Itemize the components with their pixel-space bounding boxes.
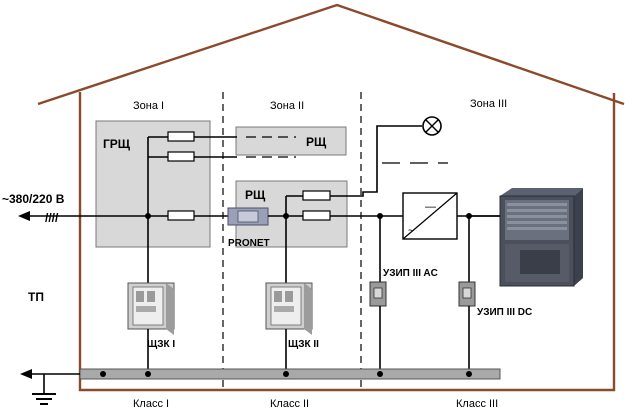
rsch-mid-fuse-1 — [302, 190, 331, 201]
ground-node-2 — [145, 371, 151, 377]
ground-bar — [79, 368, 501, 380]
rsch-top-label: РЩ — [306, 135, 327, 149]
house-walls — [78, 92, 616, 392]
tp-label: ТП — [28, 290, 44, 304]
shzk-2-cabinet — [265, 282, 313, 335]
zone-1-label: Зона I — [133, 100, 164, 112]
converter-ac-symbol: ~ — [408, 225, 414, 237]
class-2-label: Класс II — [270, 398, 309, 410]
earth-symbol-icon — [32, 393, 56, 405]
shzk-2-label: ЩЗК II — [288, 339, 319, 350]
lamp-branch-wire — [342, 125, 422, 197]
grsch-fuse-2 — [167, 151, 195, 162]
rsch-top-panel — [235, 126, 347, 156]
grsch-panel — [95, 120, 211, 248]
shzk-1-label: ЩЗК I — [147, 339, 175, 350]
ground-node-3 — [283, 371, 289, 377]
ground-arrow — [20, 369, 32, 379]
shzk-1-cabinet — [127, 282, 175, 335]
supply-arrow — [18, 211, 30, 221]
grsch-fuse-3 — [167, 210, 195, 221]
zone-2-label: Зона II — [270, 100, 304, 112]
converter-diagonal — [402, 192, 458, 240]
pronet-device-body — [237, 210, 259, 223]
ground-node-4 — [377, 371, 383, 377]
ground-node-1 — [100, 371, 106, 377]
zone-3-label: Зона III — [470, 98, 507, 110]
uzip-ac-label: УЗИП III AC — [383, 268, 438, 279]
converter-dc-symbol: — — [425, 201, 436, 213]
uzip-ac-device — [369, 281, 387, 307]
uzip-dc-label: УЗИП III DC — [477, 307, 532, 318]
rsch-mid-label: РЩ — [245, 188, 266, 202]
uzip-dc-device — [458, 281, 476, 307]
grsch-node — [145, 213, 151, 219]
supply-phase-marks: //// — [45, 211, 59, 225]
ground-node-5 — [466, 371, 472, 377]
grsch-fuse-1 — [167, 131, 195, 142]
class-1-label: Класс I — [133, 398, 169, 410]
house-roof — [37, 3, 625, 106]
class-3-label: Класс III — [456, 398, 498, 410]
grsch-label: ГРЩ — [103, 137, 131, 151]
rsch-mid-fuse-2 — [302, 210, 331, 221]
lamp-cross-2 — [425, 119, 439, 133]
pronet-label: PRONET — [228, 238, 270, 249]
server-cabinet — [499, 188, 583, 287]
supply-voltage-label: ~380/220 В — [2, 192, 65, 206]
